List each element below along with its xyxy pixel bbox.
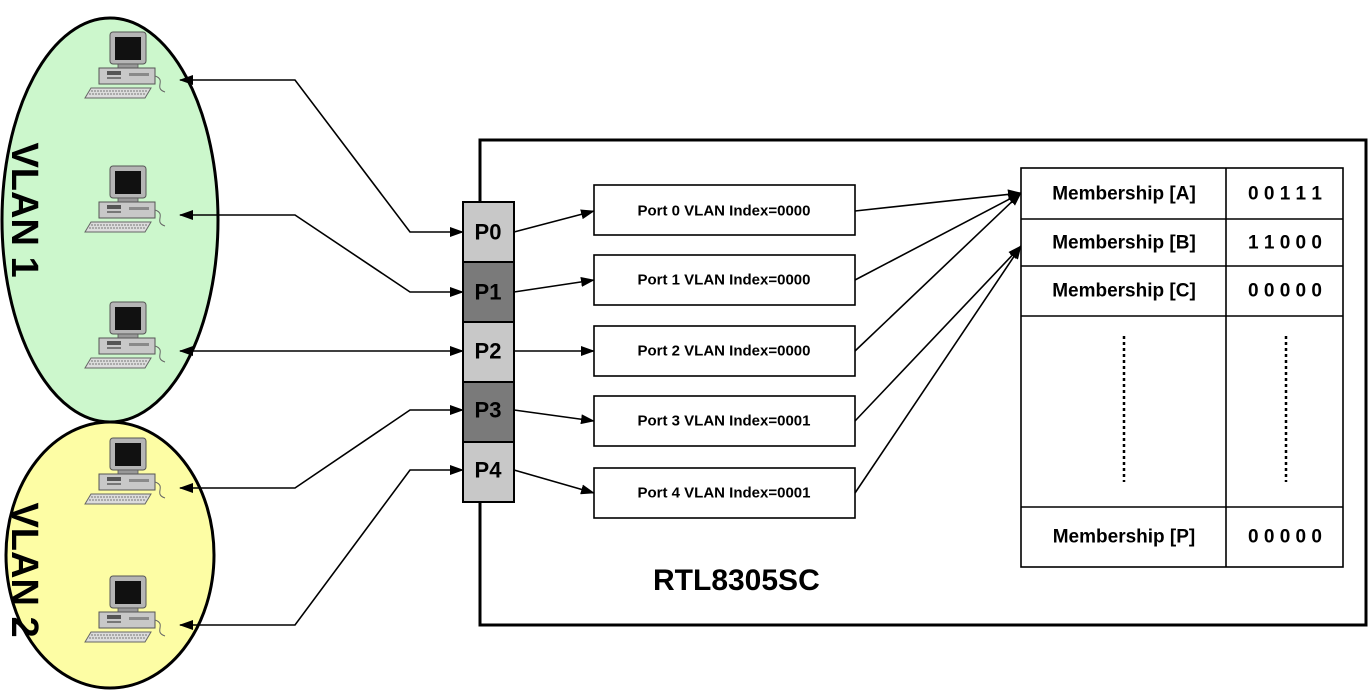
vlan-index-port1: Port 1 VLAN Index=0000	[593, 254, 856, 306]
vlan-index-text: Port 1 VLAN Index=0000	[638, 272, 811, 289]
port-p0: P0	[462, 201, 515, 263]
arrow-p3-index	[513, 409, 595, 425]
link-pc4-p3	[179, 405, 464, 493]
membership-value: 0 0 0 0 0	[1248, 281, 1322, 302]
port-p1: P1	[462, 261, 515, 323]
vlan-index-port4: Port 4 VLAN Index=0001	[593, 467, 856, 519]
vlan1-label: VLAN 1	[3, 142, 45, 277]
membership-label: Membership [A]	[1052, 184, 1196, 205]
arrow-index3-membership-b	[854, 245, 1022, 422]
link-pc2-p1	[179, 210, 464, 297]
vlan-index-text: Port 0 VLAN Index=0000	[638, 203, 811, 220]
membership-table: Membership [A] 0 0 1 1 1 Membership [B] …	[1020, 167, 1344, 568]
membership-value: 1 1 0 0 0	[1248, 233, 1322, 254]
vlan2-label: VLAN 2	[3, 502, 45, 637]
port-label: P4	[475, 458, 503, 483]
vlan-index-text: Port 4 VLAN Index=0001	[638, 485, 811, 502]
port-p3: P3	[462, 381, 515, 443]
vlan-index-text: Port 3 VLAN Index=0001	[638, 413, 811, 430]
port-label: P0	[475, 220, 502, 245]
membership-value: 0 0 0 0 0	[1248, 527, 1322, 548]
port-label: P3	[475, 398, 502, 423]
arrow-p4-index	[513, 469, 595, 495]
port-p2: P2	[462, 321, 515, 383]
arrow-p1-index	[513, 276, 595, 293]
arrow-index1-membership-a	[854, 192, 1022, 281]
arrow-index0-membership-a	[854, 189, 1022, 212]
membership-label: Membership [P]	[1053, 527, 1196, 548]
vlan-index-text: Port 2 VLAN Index=0000	[638, 343, 811, 360]
arrow-p0-index	[513, 209, 595, 233]
arrow-index2-membership-a	[854, 192, 1022, 352]
port-label: P2	[475, 339, 502, 364]
arrow-index4-membership-b	[854, 245, 1022, 494]
link-pc1-p0	[179, 75, 464, 237]
vlan-index-port2: Port 2 VLAN Index=0000	[593, 325, 856, 377]
vlan-index-port0: Port 0 VLAN Index=0000	[593, 184, 856, 236]
membership-label: Membership [B]	[1052, 233, 1196, 254]
link-pc5-p4	[179, 465, 464, 630]
membership-value: 0 0 1 1 1	[1248, 184, 1322, 205]
vlan-index-port3: Port 3 VLAN Index=0001	[593, 395, 856, 447]
chip-label: RTL8305SC	[653, 564, 820, 597]
membership-label: Membership [C]	[1052, 281, 1196, 302]
port-p4: P4	[462, 441, 515, 503]
port-label: P1	[475, 280, 502, 305]
